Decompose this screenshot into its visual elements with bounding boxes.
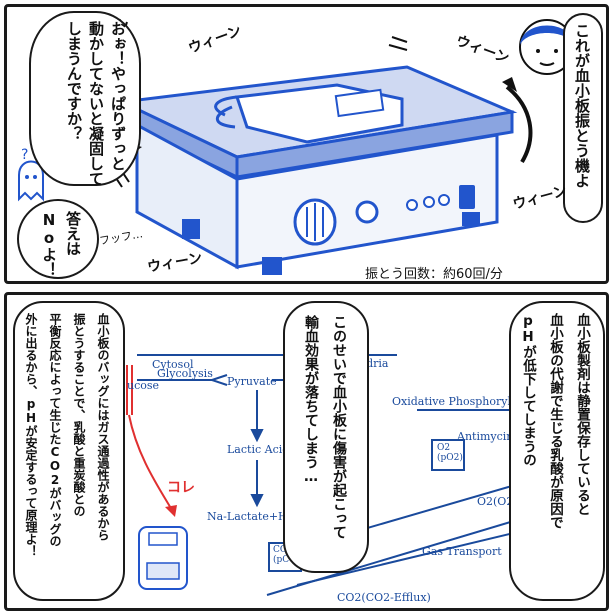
question-text: おぉ！やっぱりずっと 動かしてないと凝固して しまうんですか？ <box>65 21 127 186</box>
diagram-label-antimycin: Antimycin <box>457 430 514 443</box>
panel-top: ? おぉ！やっぱりずっと 動かしてないと凝固して しまうんですか？ 答えは No… <box>4 4 609 284</box>
speech-bubble-shaker: これが血小板振とう機よ <box>563 13 603 223</box>
diagram-label-cytosol: Cytosol <box>152 358 194 371</box>
arrow-label-kore: コレ <box>167 480 195 496</box>
diagram-label-oxidative: Oxidative Phosphorylation <box>392 395 540 408</box>
diagram-label-lactic-acid: Lactic Acid <box>227 443 290 456</box>
speech-bubble-damage: このせいで血小板に傷害が起こって 輸血効果が落ちてしまう… <box>283 301 369 573</box>
damage-text: このせいで血小板に傷害が起こって 輸血効果が落ちてしまう… <box>303 315 347 539</box>
diagram-label-glucose: ucose <box>127 379 160 392</box>
speech-bubble-ph: 血小板製剤は静置保存していると 血小板の代謝で生じる乳酸が原因で pHが低下して… <box>509 301 605 601</box>
shaker-illustration: ? <box>18 18 575 275</box>
speech-bubble-answer: 答えは Noよ！ <box>17 199 99 279</box>
diagram-label-pyruvate: Pyruvate <box>227 375 277 388</box>
metabolism-diagram <box>106 354 568 596</box>
shake-rate-caption: 振とう回数：約60回/分 <box>365 267 503 282</box>
diagram-label-co2-efflux: CO2(CO2-Efflux) <box>337 591 431 604</box>
answer-text: 答えは Noよ！ <box>40 211 82 277</box>
diagram-label-glycolysis: Glycolysis <box>157 367 213 380</box>
diagram-box-o2: O2 (pO2) <box>437 443 463 463</box>
speech-bubble-question: おぉ！やっぱりずっと 動かしてないと凝固して しまうんですか？ <box>29 11 141 186</box>
speech-bubble-principle: 血小板のバッグにはガス通過性があるから 振とうすることで、乳酸と重炭酸との 平衡… <box>13 301 125 601</box>
ph-text: 血小板製剤は静置保存していると 血小板の代謝で生じる乳酸が原因で pHが低下して… <box>520 313 590 529</box>
principle-text: 血小板のバッグにはガス通過性があるから 振とうすることで、乳酸と重炭酸との 平衡… <box>24 313 110 557</box>
shaker-intro-text: これが血小板振とう機よ <box>573 23 591 188</box>
diagram-label-gas-transport: Gas Transport <box>422 545 502 558</box>
svg-text:?: ? <box>21 147 28 163</box>
panel-bottom: Cytosol ndria Glycolysis ucose Pyruvate … <box>4 292 609 611</box>
